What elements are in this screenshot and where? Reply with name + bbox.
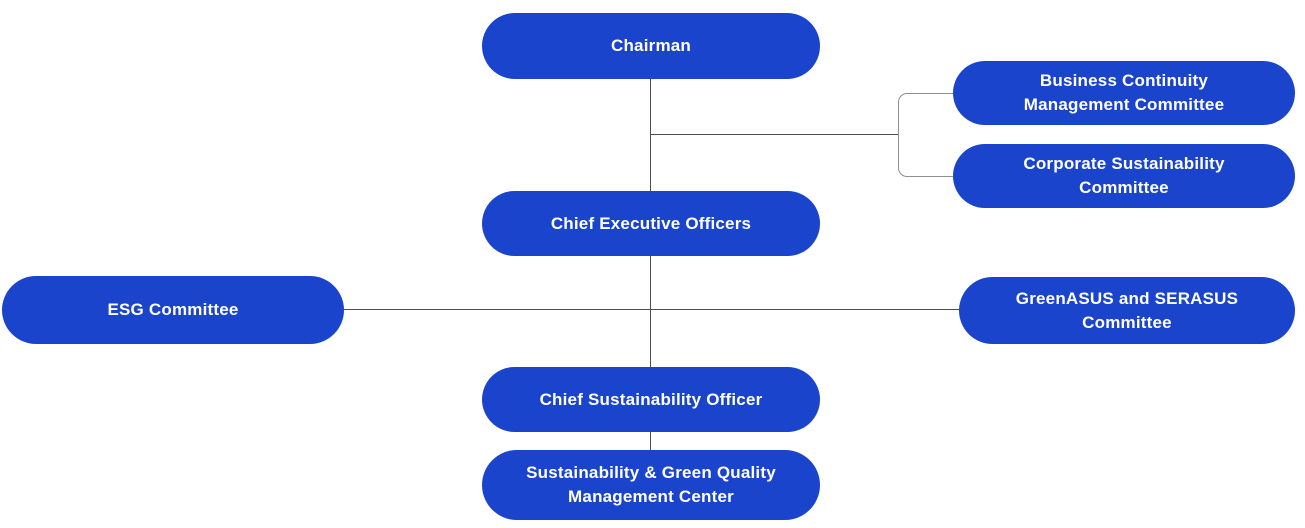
node-sustainability-green-quality-management-center: Sustainability & Green Quality Managemen… [482, 450, 820, 520]
connector-ceo-to-cso [650, 256, 651, 367]
node-business-continuity-management-committee: Business Continuity Management Committee [953, 61, 1295, 125]
node-chief-sustainability-officer: Chief Sustainability Officer [482, 367, 820, 432]
connector-cso-to-center [650, 432, 651, 450]
connector-trunk-to-right-bracket [651, 134, 898, 135]
right-committees-bracket [898, 93, 953, 177]
node-greenasus-serasus-committee: GreenASUS and SERASUS Committee [959, 277, 1295, 344]
node-corporate-sustainability-committee: Corporate Sustainability Committee [953, 144, 1295, 208]
node-chairman: Chairman [482, 13, 820, 79]
node-chief-executive-officers: Chief Executive Officers [482, 191, 820, 256]
connector-chairman-to-ceo [650, 79, 651, 191]
connector-esg-to-greenasus [344, 309, 959, 310]
node-esg-committee: ESG Committee [2, 276, 344, 344]
